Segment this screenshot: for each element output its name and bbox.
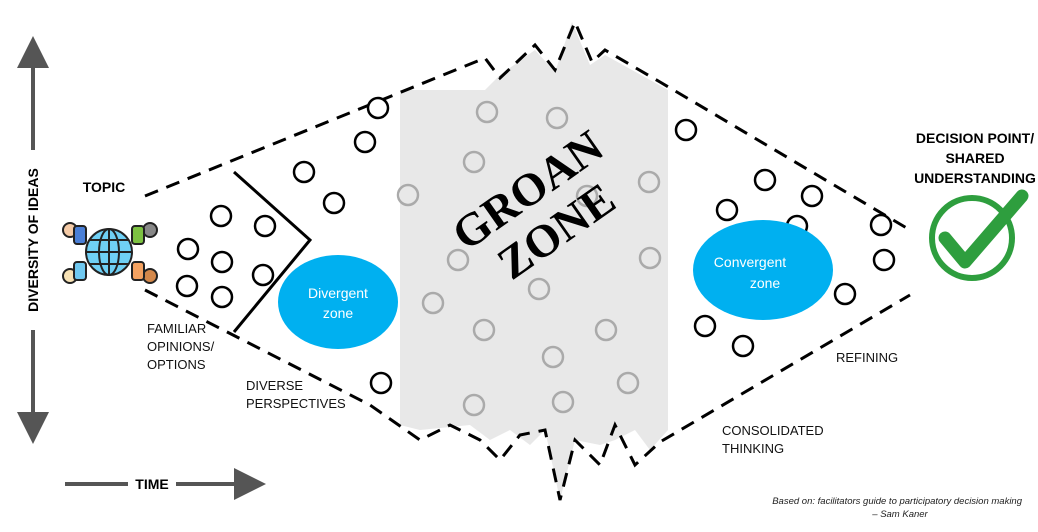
- convergent-zone-label: zone: [750, 275, 781, 291]
- topic-label: TOPIC: [83, 179, 126, 195]
- x-axis-label: TIME: [135, 476, 168, 492]
- refining-label: REFINING: [836, 350, 898, 365]
- groan-zone-area: [400, 22, 668, 500]
- familiar-boundary: [232, 170, 313, 333]
- svg-text:Based on: facilitators guide t: Based on: facilitators guide to particip…: [772, 496, 1022, 507]
- svg-text:PERSPECTIVES: PERSPECTIVES: [246, 396, 346, 411]
- svg-text:UNDERSTANDING: UNDERSTANDING: [914, 170, 1036, 186]
- svg-text:THINKING: THINKING: [722, 441, 784, 456]
- process-outline-top: [144, 18, 911, 232]
- svg-text:SHARED: SHARED: [945, 150, 1004, 166]
- globe-people-icon: [62, 222, 158, 284]
- diverse-label: DIVERSE PERSPECTIVES: [246, 378, 346, 411]
- y-axis-label: DIVERSITY OF IDEAS: [25, 168, 41, 312]
- svg-text:DIVERSE: DIVERSE: [246, 378, 303, 393]
- process-outline-bottom: [144, 288, 911, 501]
- divergent-zone-label: zone: [323, 305, 354, 321]
- checkmark-icon: [929, 189, 1029, 281]
- svg-text:OPTIONS: OPTIONS: [147, 357, 206, 372]
- svg-text:DECISION POINT/: DECISION POINT/: [916, 130, 1034, 146]
- svg-text:– Sam Kaner: – Sam Kaner: [871, 509, 928, 520]
- idea-circles: [175, 96, 896, 395]
- y-axis: DIVERSITY OF IDEAS: [17, 36, 49, 444]
- svg-text:OPINIONS/: OPINIONS/: [147, 339, 215, 354]
- svg-text:FAMILIAR: FAMILIAR: [147, 321, 206, 336]
- convergent-zone-label: Convergent: [714, 254, 786, 270]
- x-axis: TIME: [65, 468, 266, 500]
- consolidated-label: CONSOLIDATED THINKING: [722, 423, 824, 456]
- convergent-zone: Convergent zone: [693, 220, 833, 320]
- decision-label: DECISION POINT/ SHARED UNDERSTANDING: [914, 130, 1036, 186]
- svg-text:CONSOLIDATED: CONSOLIDATED: [722, 423, 824, 438]
- groan-idea-circles: [396, 100, 662, 417]
- divergent-zone-label: Divergent: [308, 285, 368, 301]
- citation: Based on: facilitators guide to particip…: [772, 496, 1022, 520]
- divergent-zone: Divergent zone: [278, 255, 398, 349]
- familiar-label: FAMILIAR OPINIONS/ OPTIONS: [147, 321, 215, 372]
